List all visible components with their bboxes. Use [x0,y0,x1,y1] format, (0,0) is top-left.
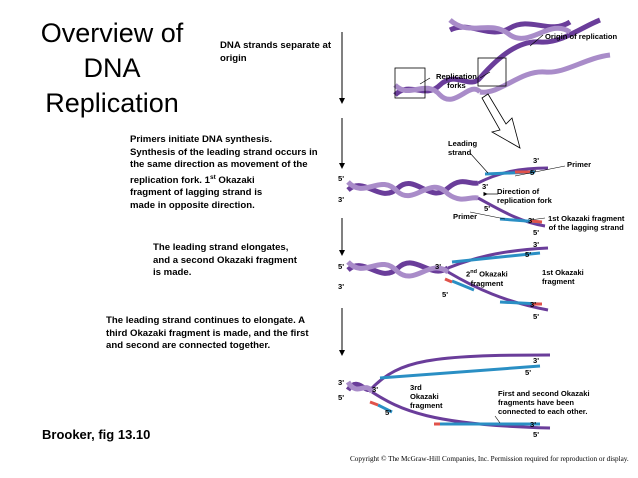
end-3: 3' [338,282,345,291]
caption-3-line: is made. [153,267,192,278]
label-line: forks [447,81,466,90]
end-3: 3' [338,195,345,204]
origin-helix [393,17,611,149]
caption-2-line: Primers initiate DNA synthesis. [130,134,272,145]
label-line: Okazaki [410,392,439,401]
caption-2-line: replication fork. 1st Okazaki [130,172,318,188]
title-line-1: Overview of [40,18,184,48]
caption-4: The leading strand continues to elongate… [106,315,309,353]
end-5: 5' [525,368,532,377]
label-line: 1st Okazaki fragment [548,214,625,223]
label-line: First and second Okazaki [498,389,590,398]
end-3: 3' [530,300,537,309]
caption-2-text: replication fork. 1 [130,174,210,186]
fork-box-right [477,57,507,87]
label-okazaki-1: 1st Okazaki fragment of the lagging stra… [548,214,624,232]
end-5: 5' [385,408,392,417]
caption-3-line: The leading strand elongates, [153,242,289,253]
label-origin: Origin of replication [545,32,618,41]
page-title: Overview of DNA Replication [22,16,202,121]
caption-2-text: Okazaki [215,174,255,186]
label-line: 3rd [410,383,422,392]
end-5: 5' [338,262,345,271]
end-5: 5' [530,168,537,177]
label-line: fragments have been [498,398,574,407]
label-okazaki-1b: 1st Okazaki fragment [542,268,584,286]
label-text: Okazaki [476,269,508,279]
label-line: 1st Okazaki [542,268,584,277]
end-3: 3' [533,240,540,249]
end-5: 5' [338,393,345,402]
label-replication-forks: Replication forks [436,72,477,90]
end-5: 5' [484,204,491,213]
copyright-notice: Copyright © The McGraw-Hill Companies, I… [350,455,629,463]
fork-box-left [394,67,426,99]
caption-2-line: Synthesis of the leading strand occurs i… [130,146,318,158]
fork-stage-2 [346,246,549,312]
caption-2-sup: st [209,173,216,181]
fork-stage-1 [346,152,566,228]
end-3: 3' [533,356,540,365]
end-3: 3' [530,420,537,429]
fork-stage-3 [345,353,551,430]
label-leading-strand: Leading strand [448,139,477,157]
caption-2-line: fragment of lagging strand is [130,187,263,199]
caption-4-line: and second are connected together. [106,340,271,351]
label-line: strand [448,148,472,157]
figure-reference: Brooker, fig 13.10 [42,427,151,442]
end-3: 3' [482,182,489,191]
end-5: 5' [442,290,449,299]
end-3: 3' [528,216,535,225]
title-line-2: DNA [83,53,141,83]
label-line: fragment [470,278,504,288]
label-line: 2nd Okazaki [466,268,508,279]
label-line: Replication [436,72,477,81]
caption-1-line: origin [220,52,247,64]
zoom-arrow-icon [481,93,521,149]
label-line: Direction of [497,187,540,196]
caption-3: The leading strand elongates, and a seco… [153,242,297,280]
label-line: connected to each other. [498,407,588,416]
end-5: 5' [533,430,540,439]
label-line: fragment [410,401,443,410]
end-3: 3' [372,385,379,394]
end-3: 3' [435,262,442,271]
label-line: fragment [542,277,575,286]
end-5: 5' [533,228,540,237]
end-5: 5' [533,312,540,321]
caption-2-line: the same direction as movement of the [130,159,308,170]
label-okazaki-3: 3rd Okazaki fragment [410,383,443,410]
end-3: 3' [338,378,345,387]
caption-4-line: third Okazaki fragment is made, and the … [106,327,309,339]
label-line: of the lagging strand [548,223,624,232]
label-connected: First and second Okazaki fragments have … [498,389,590,416]
label-line: replication fork [497,196,552,205]
caption-3-line: and a second Okazaki fragment [153,254,297,266]
label-direction: Direction of replication fork [497,187,552,205]
label-primer-top: Primer [567,160,592,169]
end-3: 3' [533,156,540,165]
end-5: 5' [338,174,345,183]
title-line-3: Replication [45,88,179,118]
caption-4-line: The leading strand continues to elongate… [106,315,305,326]
end-5: 5' [525,250,532,259]
label-okazaki-2: 2nd Okazaki fragment [466,268,508,288]
label-sup: nd [470,269,477,275]
label-text: 2 [466,269,471,279]
caption-2-line: made in opposite direction. [130,199,255,211]
caption-1-line: DNA strands separate at [220,40,332,51]
label-line: Leading [448,139,478,148]
caption-2: Primers initiate DNA synthesis. Synthesi… [130,134,318,212]
caption-1: DNA strands separate at origin [220,40,331,65]
label-primer-low: Primer [453,212,478,221]
